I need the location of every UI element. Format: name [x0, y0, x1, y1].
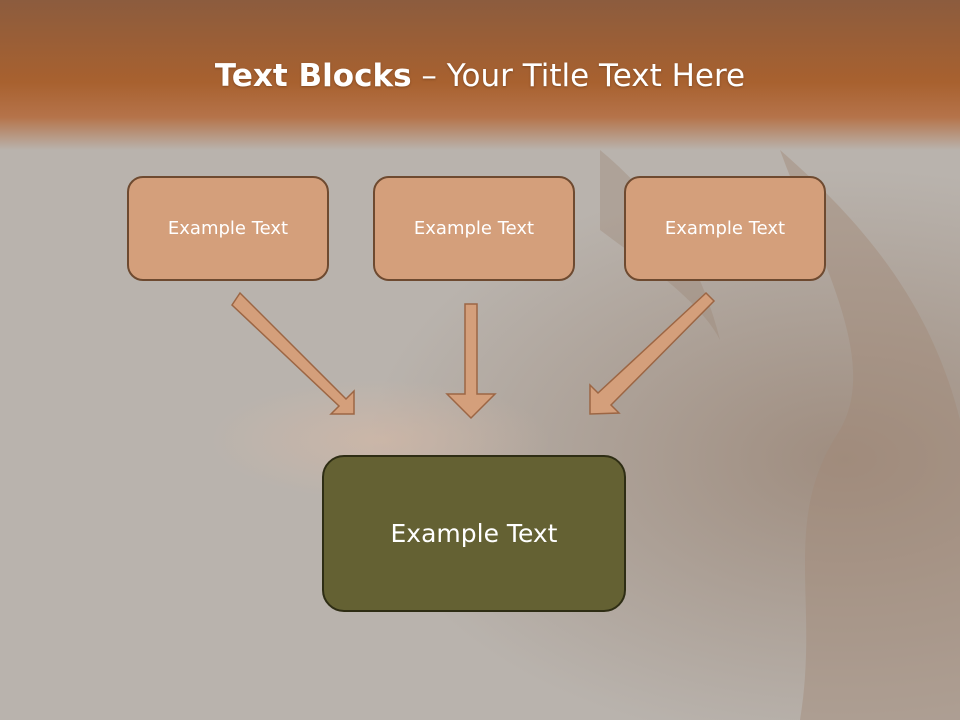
arrow-right — [589, 291, 716, 415]
title-bold: Text Blocks — [214, 58, 412, 94]
text-block-middle-label: Example Text — [413, 218, 535, 239]
slide-title: Text Blocks – Your Title Text Here — [0, 54, 960, 98]
text-block-center: Example Text — [322, 455, 626, 612]
text-block-middle: Example Text — [373, 176, 575, 281]
title-rest: Your Title Text Here — [446, 58, 746, 94]
arrow-center — [445, 303, 497, 420]
text-block-left-label: Example Text — [167, 218, 289, 239]
title-band — [0, 0, 960, 150]
text-block-right-label: Example Text — [664, 218, 786, 239]
text-block-right: Example Text — [624, 176, 826, 281]
title-separator: – — [411, 58, 447, 94]
arrow-left — [231, 291, 355, 415]
text-block-center-label: Example Text — [390, 519, 558, 548]
text-block-left: Example Text — [127, 176, 329, 281]
